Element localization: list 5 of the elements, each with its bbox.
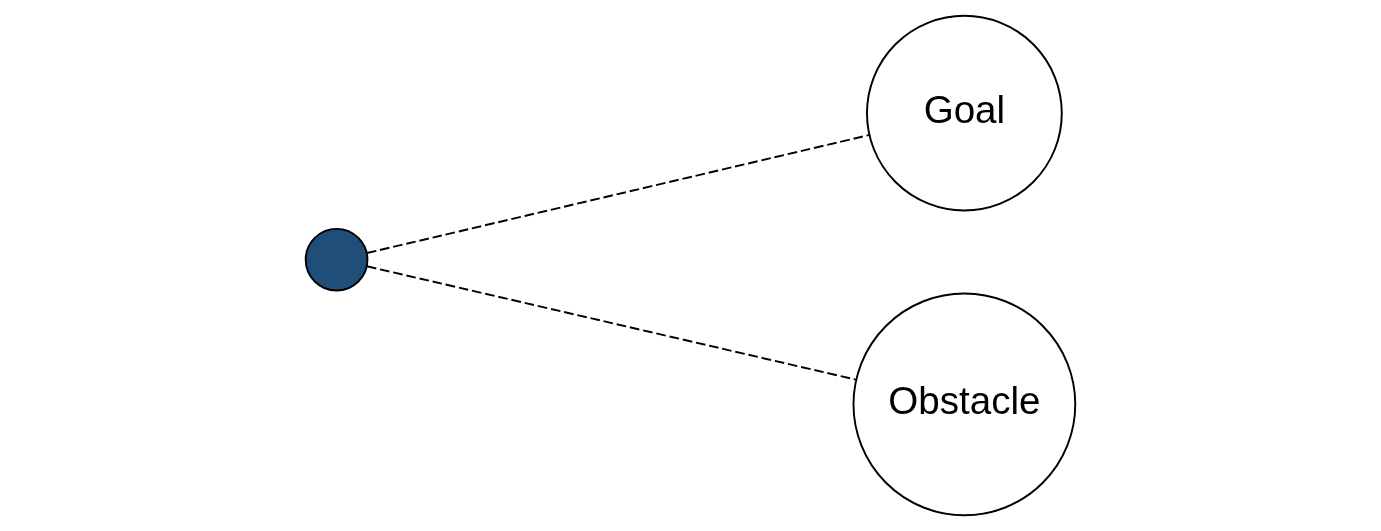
node-circle <box>304 227 369 292</box>
node-circle: Obstacle <box>852 292 1077 517</box>
connector <box>365 134 870 254</box>
connector <box>365 265 857 381</box>
node-circle: Goal <box>866 14 1063 212</box>
